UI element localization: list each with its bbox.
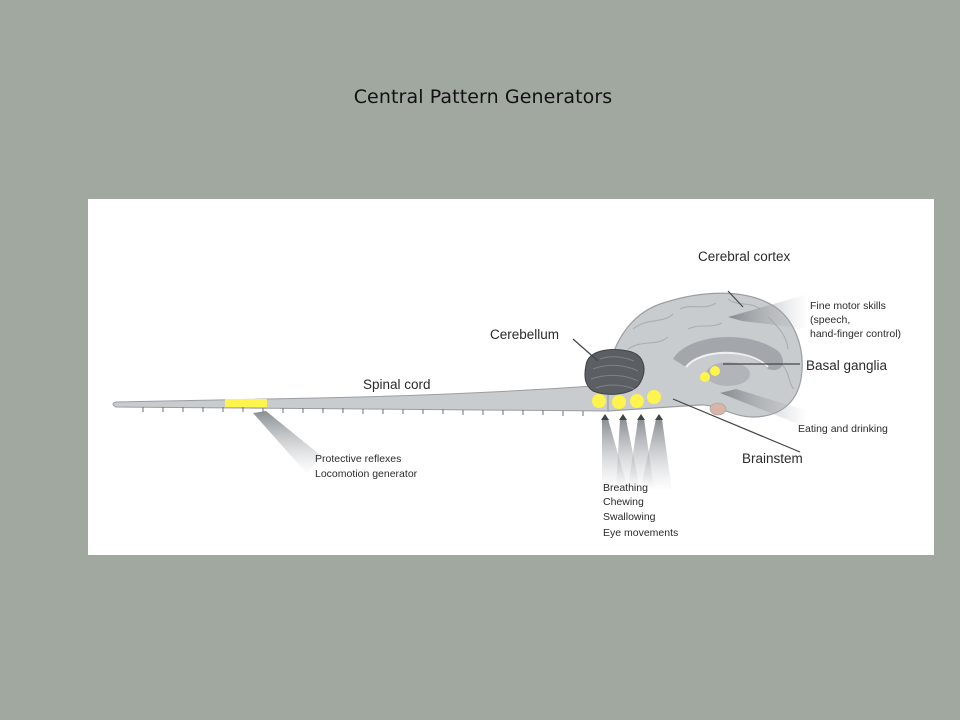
pituitary	[709, 402, 727, 416]
label-fine-motor-1: Fine motor skills	[810, 300, 886, 312]
brainstem-cpg-2	[612, 395, 626, 409]
label-protective-reflexes: Protective reflexes	[315, 453, 401, 465]
figure-panel: Cerebral cortex Cerebellum Spinal cord B…	[88, 199, 934, 555]
label-spinal-cord: Spinal cord	[363, 377, 431, 392]
label-locomotion-generator: Locomotion generator	[315, 468, 418, 480]
pointer-lines	[572, 290, 801, 453]
label-chewing: Chewing	[603, 496, 644, 508]
cerebellum	[584, 349, 645, 395]
basal-ganglia-cpg	[700, 372, 710, 382]
label-eye-movements: Eye movements	[603, 527, 678, 539]
corpus-callosum	[673, 337, 783, 371]
function-arrows	[253, 294, 808, 491]
label-cerebral-cortex: Cerebral cortex	[698, 249, 791, 264]
brain	[592, 292, 803, 418]
label-swallowing: Swallowing	[603, 511, 656, 523]
brainstem-cpg-4	[647, 390, 661, 404]
slide-title: Central Pattern Generators	[353, 86, 613, 108]
label-fine-motor-2: (speech,	[810, 314, 850, 326]
label-basal-ganglia: Basal ganglia	[806, 358, 888, 373]
spinal-cpg-highlight	[225, 399, 267, 407]
label-cerebellum: Cerebellum	[490, 327, 559, 342]
cpg-diagram: Cerebral cortex Cerebellum Spinal cord B…	[112, 249, 901, 539]
brainstem-cpg-1	[592, 394, 606, 408]
brainstem-cpg-3	[630, 394, 644, 408]
label-breathing: Breathing	[603, 482, 648, 494]
label-brainstem: Brainstem	[742, 451, 803, 466]
label-fine-motor-3: hand-finger control)	[810, 328, 901, 340]
gyri	[627, 298, 795, 390]
spinal-cord	[112, 384, 609, 416]
label-eating-drinking: Eating and drinking	[798, 423, 888, 435]
spinal-ticks	[142, 407, 584, 416]
